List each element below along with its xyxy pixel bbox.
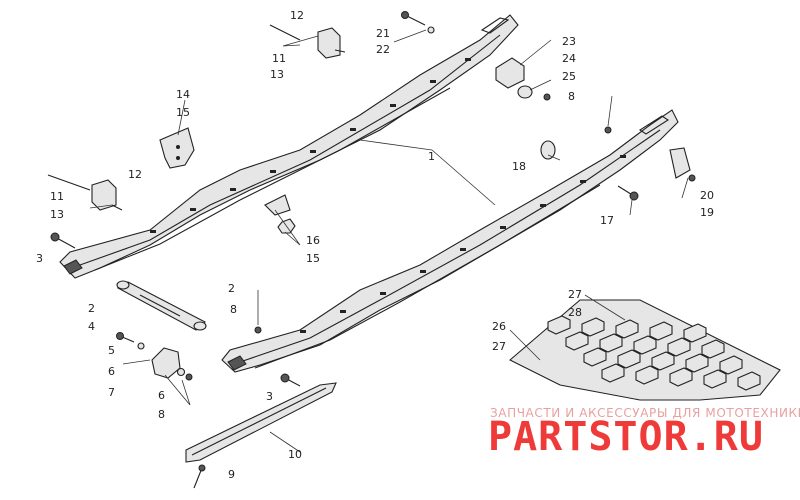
callout-15: 15 [176,106,190,119]
rail-holes [150,58,471,233]
spacer-18 [540,140,556,160]
callout-6: 6 [158,389,165,402]
track-lugs [547,315,761,391]
track-lug [667,337,691,357]
callout-22: 22 [376,43,390,56]
bracket-19 [669,147,691,179]
nut-25 [543,93,551,101]
spacer-24 [517,85,533,99]
bracket-15-lower [264,194,291,216]
track-lug [701,339,725,359]
callout-11: 11 [50,190,64,203]
callout-17: 17 [600,214,614,227]
bumper-block-lower [91,179,117,211]
track-lug [601,363,625,383]
track-lug [565,331,589,351]
track-lug [583,347,607,367]
callout-24: 24 [562,52,576,65]
callout-2: 2 [88,302,95,315]
callout-7: 7 [108,386,115,399]
callout-12: 12 [290,9,304,22]
rail-holes-lower [300,155,626,333]
callout-23: 23 [562,35,576,48]
callout-3: 3 [266,390,273,403]
callout-8: 8 [158,408,165,421]
callout-11: 11 [272,52,286,65]
watermark: ЗАПЧАСТИ И АКСЕССУАРЫ ДЛЯ МОТОТЕХНИКИ PA… [488,406,800,460]
watermark-tagline: ЗАПЧАСТИ И АКСЕССУАРЫ ДЛЯ МОТОТЕХНИКИ [490,406,800,420]
track-section [509,299,781,401]
callout-25: 25 [562,70,576,83]
callout-21: 21 [376,27,390,40]
callout-26: 26 [492,320,506,333]
callout-28: 28 [568,306,582,319]
leader-lines [89,29,689,453]
track-lug [649,321,673,341]
track-lug [617,349,641,369]
callout-8: 8 [568,90,575,103]
track-lug [685,353,709,373]
track-lug [683,323,707,343]
upper-slide-rail [59,14,519,279]
wear-strip [185,382,337,463]
callout-20: 20 [700,189,714,202]
track-lug [547,315,571,335]
callout-1: 1 [428,150,435,163]
callout-9: 9 [228,468,235,481]
callout-5: 5 [108,344,115,357]
track-lug [703,369,727,389]
callout-4: 4 [88,320,95,333]
track-lug [635,365,659,385]
callout-27: 27 [568,288,582,301]
screw-9 [193,467,203,489]
callout-13: 13 [270,68,284,81]
watermark-logo: PARTSTOR.RU [488,414,764,460]
callout-12: 12 [128,168,142,181]
track-lug [719,355,743,375]
callout-8: 8 [230,303,237,316]
track-lug [633,335,657,355]
lower-slide-rail [221,109,679,373]
track-lug [615,319,639,339]
track-lug [599,333,623,353]
block-23 [495,57,525,89]
callout-18: 18 [512,160,526,173]
callout-19: 19 [700,206,714,219]
track-lug [581,317,605,337]
track-lug [737,371,761,391]
callout-2: 2 [228,282,235,295]
callout-labels: 1 2 2 3 3 4 5 6 6 7 8 8 8 9 10 11 11 12 … [36,9,714,481]
callout-13: 13 [50,208,64,221]
track-lug [651,351,675,371]
callout-15: 15 [306,252,320,265]
callout-10: 10 [288,448,302,461]
bumper-block-upper [317,27,341,59]
cross-shaft [116,280,207,331]
callout-14: 14 [176,88,190,101]
callout-27: 27 [492,340,506,353]
callout-3: 3 [36,252,43,265]
callout-6: 6 [108,365,115,378]
callout-16: 16 [306,234,320,247]
track-lug [669,367,693,387]
pivot-block-7 [151,347,181,379]
